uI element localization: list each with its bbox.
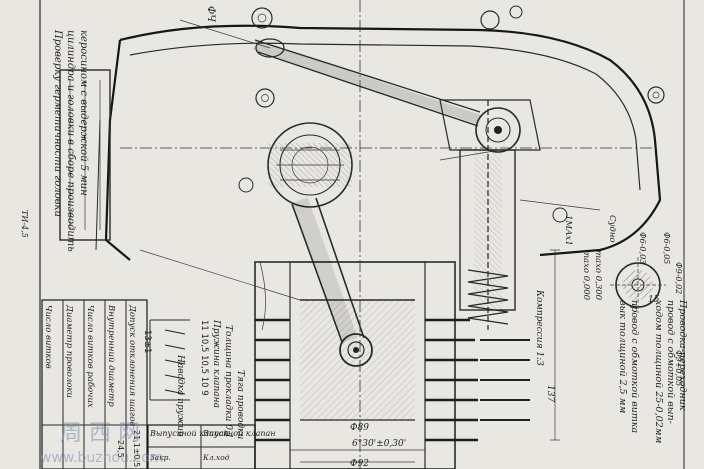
valve-timing-table: Выпускной клапан Впускной клапан Закр. К… — [116, 424, 276, 469]
gear-section — [610, 257, 666, 313]
label-spring-header: Наводка пружин — [175, 354, 185, 437]
spec-wire-diameter: Диаметр проволоки — [64, 304, 74, 398]
note-max: 1МАх1 — [563, 215, 573, 246]
spec-inner-diameter: Внутренний диаметр — [106, 304, 116, 407]
svg-text:провод с обмоткой витка: провод с обмоткой витка — [629, 300, 640, 434]
cylinder-block — [254, 261, 478, 469]
note-wiring: Проводка-переходник провод с обмоткой вы… — [617, 299, 688, 444]
dim-92: Ф92 — [350, 459, 369, 469]
table-row-stroke: Кл.ход — [202, 453, 230, 462]
table-value-2: 24,5 — [116, 440, 125, 458]
dim-15: 15 — [648, 295, 660, 305]
label-rod: Тяга проводки — [235, 370, 245, 439]
svg-text:вык толщиной 2,5 мм: вык толщиной 2,5 мм — [617, 300, 628, 413]
tolerance-2: Ф6-0,05 — [662, 232, 671, 264]
note-tag-left: ТИ-4,5 — [20, 210, 29, 238]
dim-angle: 6°30'±0,30' — [352, 439, 406, 449]
svg-text:провод с обмоткой вып-: провод с обмоткой вып- — [665, 300, 676, 424]
dim-89: Ф89 — [350, 423, 369, 433]
svg-text:Проводка-переходник: Проводка-переходник — [677, 299, 688, 411]
watermark: 周 西 网 www.buzhou.com — [40, 421, 163, 466]
dim-137: 137 — [545, 385, 555, 402]
dimension-lines — [120, 0, 660, 469]
tolerance-4: Ф9+0,05 — [674, 350, 683, 386]
label-spring-values: 11 10,5 10,5 10 9 — [199, 320, 209, 396]
spec-turns: Число витков — [43, 305, 53, 369]
valve-assembly — [439, 99, 541, 421]
note-tach-1: тахо 0,300 — [593, 250, 603, 301]
spec-pitch-tolerance: Допуск отклонения шагов — [127, 304, 137, 426]
label-rod-thickness: Толщина прокладки 0,1 — [223, 325, 233, 439]
table-exhaust-valve: Выпускной клапан — [149, 429, 229, 438]
spring-diagram — [149, 319, 190, 401]
crank-bearing — [267, 122, 353, 208]
svg-text:周 西 网: 周 西 网 — [60, 421, 140, 446]
note-mark-left: ФЧ — [205, 6, 216, 22]
svg-text:Проверку герметичности головки: Проверку герметичности головки — [52, 29, 63, 217]
tolerance-3: Ф9-0,02 — [674, 262, 683, 294]
crankcase-housing — [59, 5, 665, 261]
label-valve-spring: Пружина клапана — [211, 319, 221, 408]
tolerance-1: Ф6-0,03 — [638, 232, 647, 264]
spring-spec-table: Число витков Диаметр проволоки Число вит… — [41, 299, 148, 469]
table-row-close: Закр. — [150, 453, 171, 462]
table-value-1: 21,1±0,5 — [132, 430, 141, 467]
drawing-frame — [39, 0, 685, 469]
svg-text:www.buzhou.com: www.buzhou.com — [40, 450, 163, 466]
svg-text:ходом толщиной 25-0,02мм: ходом толщиной 25-0,02мм — [653, 300, 664, 444]
note-tach-2: тахо 0,000 — [581, 250, 591, 301]
svg-text:цилиндра и головки в сборе про: цилиндра и головки в сборе производить — [65, 30, 76, 252]
dim-compression: Компрессия 1:3 — [534, 289, 544, 366]
svg-text:керосином с выдержкой 5 мин: керосином с выдержкой 5 мин — [78, 30, 89, 196]
note-ship: Судно — [607, 215, 617, 243]
table-intake-valve: Впускной клапан — [202, 429, 276, 438]
note-leak-test: Проверку герметичности головки цилиндра … — [52, 29, 89, 252]
spec-working-turns: Число витков рабочих — [85, 305, 96, 408]
